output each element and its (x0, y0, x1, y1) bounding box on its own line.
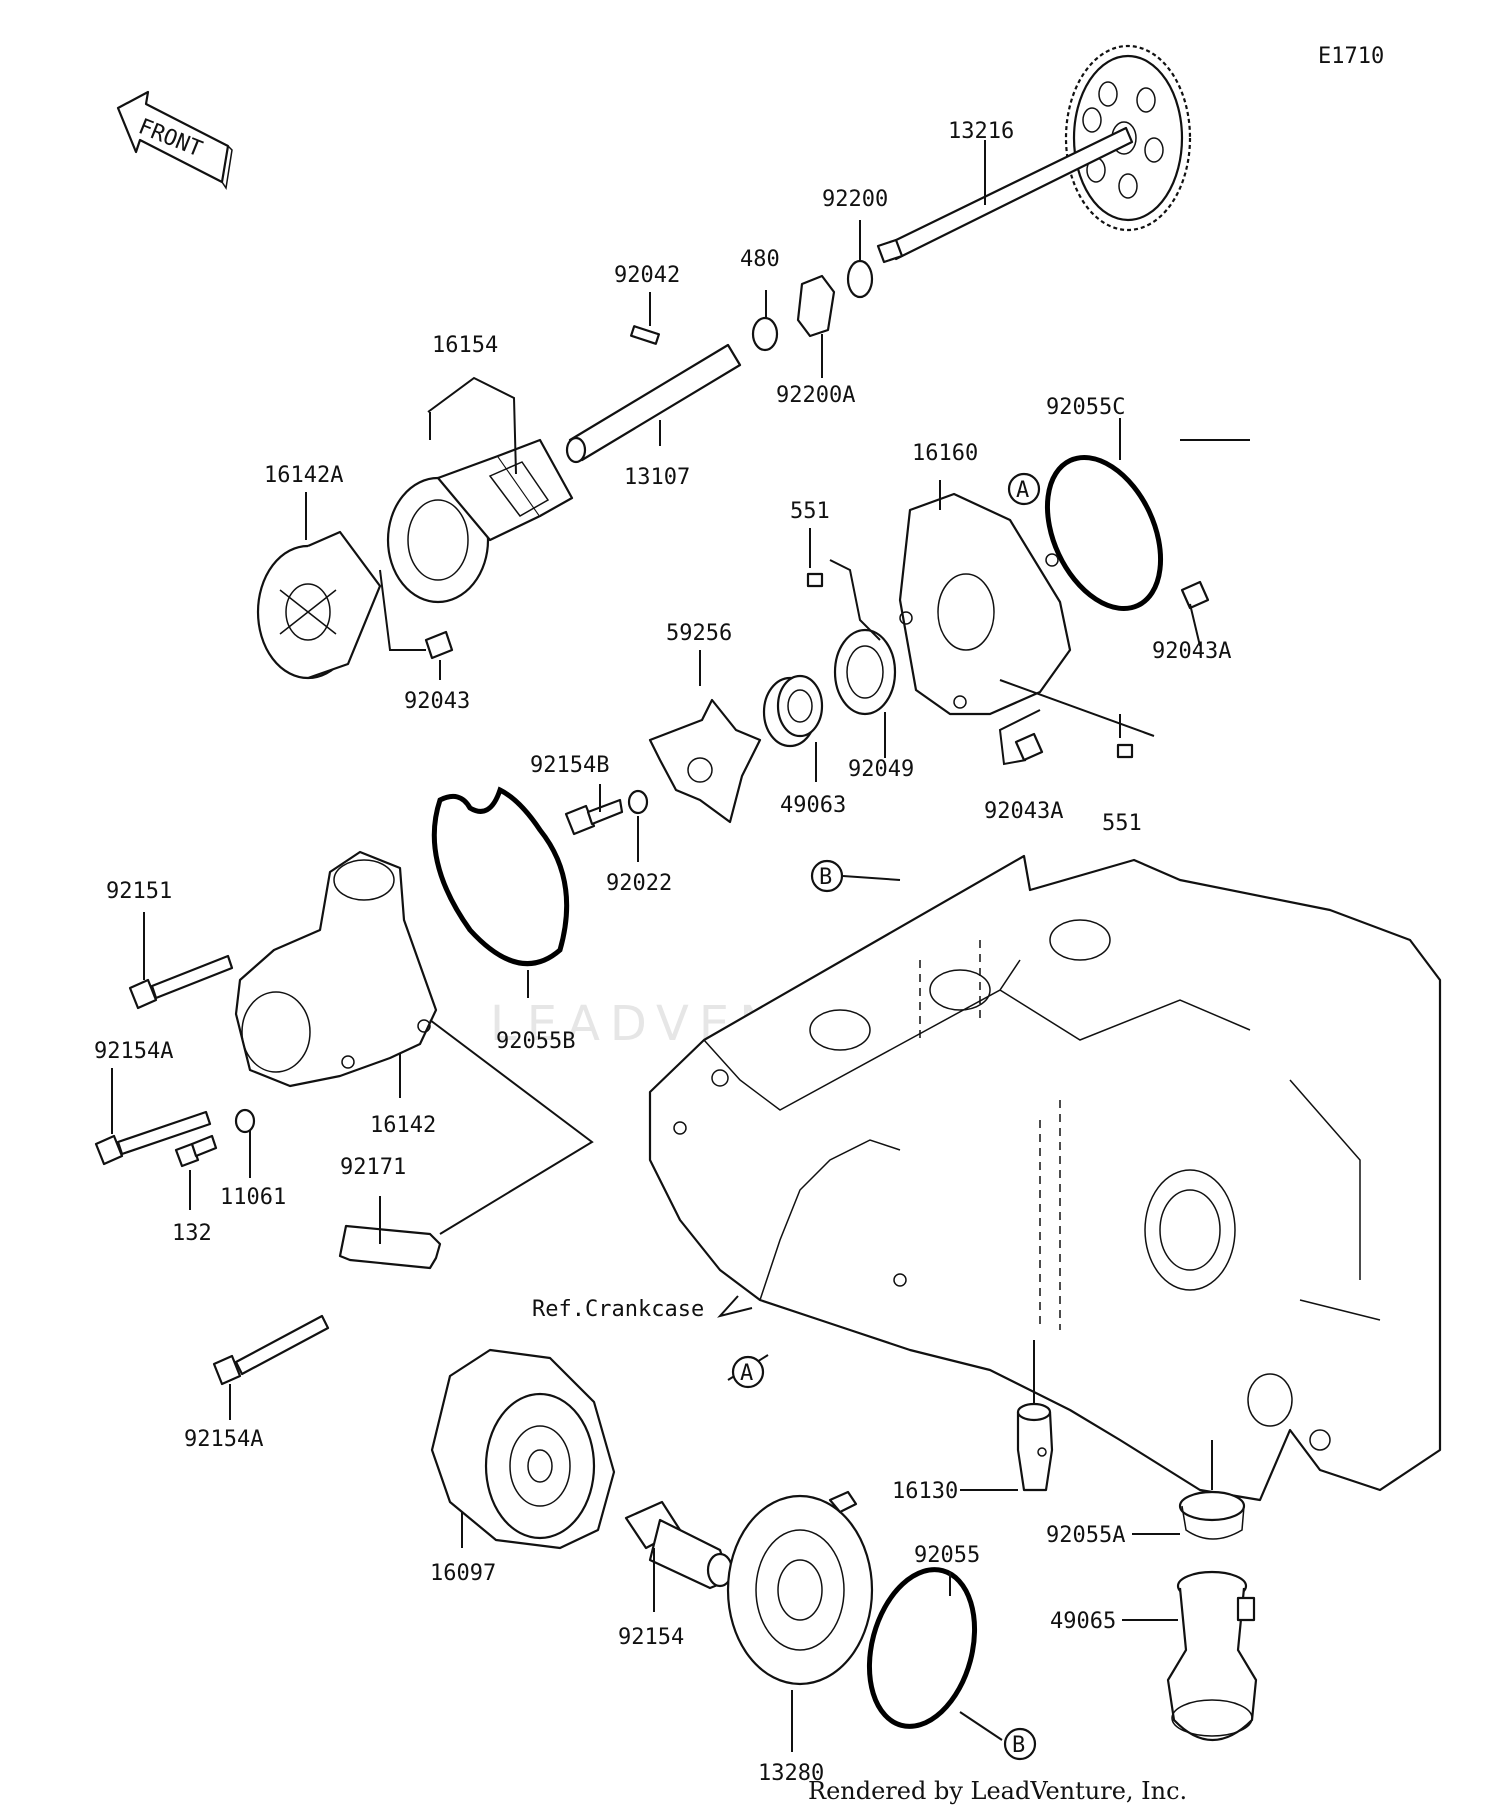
label-92154A-bottom: 92154A (184, 1427, 263, 1452)
dowel-92043A-right (1180, 580, 1210, 610)
label-11061: 11061 (220, 1185, 286, 1210)
label-92049: 92049 (848, 757, 914, 782)
svg-text:B: B (1012, 1733, 1025, 1758)
label-132: 132 (172, 1221, 212, 1246)
label-92055A: 92055A (1046, 1523, 1125, 1548)
callout-b-top: B (810, 859, 844, 893)
diagram-id: E1710 (1318, 44, 1384, 69)
label-92042: 92042 (614, 263, 680, 288)
clamp-92171 (338, 1224, 442, 1270)
bolt-92154B (564, 798, 624, 836)
ref-crankcase-label: Ref.Crankcase (532, 1297, 704, 1322)
svg-text:B: B (819, 865, 832, 890)
dowel-92043A-bottom (1014, 732, 1044, 762)
callout-b-bottom: B (1003, 1727, 1037, 1761)
circlip-480 (751, 316, 779, 352)
label-92154B: 92154B (530, 753, 609, 778)
pump-shaft-13107 (565, 343, 742, 464)
washer-11061 (234, 1108, 256, 1134)
label-551-bottom: 551 (1102, 811, 1142, 836)
label-49063: 49063 (780, 793, 846, 818)
label-92055B: 92055B (496, 1029, 575, 1054)
label-92200: 92200 (822, 187, 888, 212)
label-480: 480 (740, 247, 780, 272)
label-551-top: 551 (790, 499, 830, 524)
oil-pump-gear-13216 (876, 44, 1192, 264)
label-59256: 59256 (666, 621, 732, 646)
label-92043: 92043 (404, 689, 470, 714)
nipple-92154 (624, 1500, 734, 1590)
dowel-pin-551-top (806, 572, 824, 588)
label-16160: 16160 (912, 441, 978, 466)
svg-text:A: A (1016, 478, 1029, 503)
washer-92022 (627, 789, 649, 815)
label-92022: 92022 (606, 871, 672, 896)
o-ring-92055B (431, 786, 570, 967)
dowel-pin-551-bottom (1116, 743, 1134, 759)
callout-a-top: A (1007, 472, 1041, 506)
o-ring-92055 (866, 1567, 978, 1729)
svg-text:A: A (740, 1361, 753, 1386)
label-92055: 92055 (914, 1543, 980, 1568)
label-13280: 13280 (758, 1761, 824, 1786)
mechanical-seal-49063 (762, 674, 824, 748)
dowel-92043 (424, 630, 454, 660)
label-16142: 16142 (370, 1113, 436, 1138)
label-16142A: 16142A (264, 463, 343, 488)
label-49065: 49065 (1050, 1609, 1116, 1634)
oil-filter-16097 (430, 1348, 616, 1550)
label-16154: 16154 (432, 333, 498, 358)
impeller-59256 (648, 698, 762, 824)
label-16097: 16097 (430, 1561, 496, 1586)
label-92043A-bottom: 92043A (984, 799, 1063, 824)
oil-pressure-switch-16130 (1016, 1402, 1054, 1492)
label-13107: 13107 (624, 465, 690, 490)
label-92171: 92171 (340, 1155, 406, 1180)
crankcase-reference (648, 854, 1442, 1502)
label-92200A: 92200A (776, 383, 855, 408)
front-arrow-icon: FRONT (116, 90, 233, 191)
label-92151: 92151 (106, 879, 172, 904)
label-16130: 16130 (892, 1479, 958, 1504)
label-92055C: 92055C (1046, 395, 1125, 420)
bolt-92154A-top (94, 1110, 212, 1166)
plate-92200A (796, 274, 836, 338)
label-92154: 92154 (618, 1625, 684, 1650)
bolt-92154A-bottom (212, 1314, 330, 1386)
o-ring-92055A (1178, 1490, 1246, 1540)
callout-a-bottom: A (731, 1355, 765, 1389)
bearing-92049 (833, 628, 897, 716)
washer-92200 (846, 259, 874, 299)
rotor-set-16154 (386, 438, 574, 604)
pin-92042 (629, 325, 661, 345)
pump-cover-16160 (898, 492, 1072, 716)
label-92154A-top: 92154A (94, 1039, 173, 1064)
o-ring-92055C (1044, 454, 1164, 612)
water-pump-body-16142 (234, 850, 438, 1088)
label-92043A-right: 92043A (1152, 639, 1231, 664)
pump-housing-16142A (256, 530, 382, 680)
bolt-132 (174, 1134, 218, 1168)
label-13216: 13216 (948, 119, 1014, 144)
oil-cooler-13280 (726, 1490, 874, 1686)
footer-credit: Rendered by LeadVenture, Inc. (808, 1777, 1187, 1805)
bolt-92151 (128, 954, 234, 1010)
oil-strainer-49065 (1166, 1570, 1258, 1741)
